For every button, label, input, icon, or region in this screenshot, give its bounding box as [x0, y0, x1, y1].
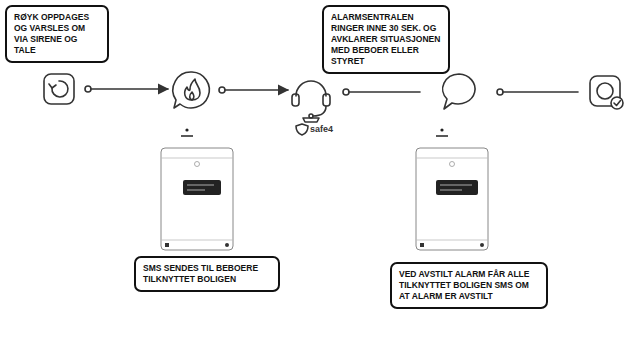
alarm-bubble-icon [173, 72, 209, 108]
brand-label: safe4 [310, 124, 333, 134]
smoke-detector-icon [44, 74, 74, 104]
headset-icon [292, 81, 330, 122]
callout-text: SMS SENDES TIL BEBOERE TILKNYTTET BOLIGE… [143, 263, 271, 285]
phone-sms [161, 128, 233, 250]
callout-box: SMS SENDES TIL BEBOERE TILKNYTTET BOLIGE… [134, 256, 280, 292]
callout-box: ALARMSENTRALEN RINGER INNE 30 SEK. OG AV… [322, 5, 450, 74]
callout-box: RØYK OPPDAGES OG VARSLES OM VIA SIRENE O… [5, 5, 109, 63]
callout-text: RØYK OPPDAGES OG VARSLES OM VIA SIRENE O… [14, 12, 100, 56]
detector-ok-icon [590, 76, 623, 109]
phone-sms [416, 128, 488, 250]
callout-text: VED AVSTILT ALARM FÅR ALLE TILKNYTTET BO… [399, 269, 539, 302]
callout-box: VED AVSTILT ALARM FÅR ALLE TILKNYTTET BO… [390, 262, 548, 309]
callout-text: ALARMSENTRALEN RINGER INNE 30 SEK. OG AV… [331, 12, 441, 67]
speech-bubble-icon [443, 74, 475, 109]
